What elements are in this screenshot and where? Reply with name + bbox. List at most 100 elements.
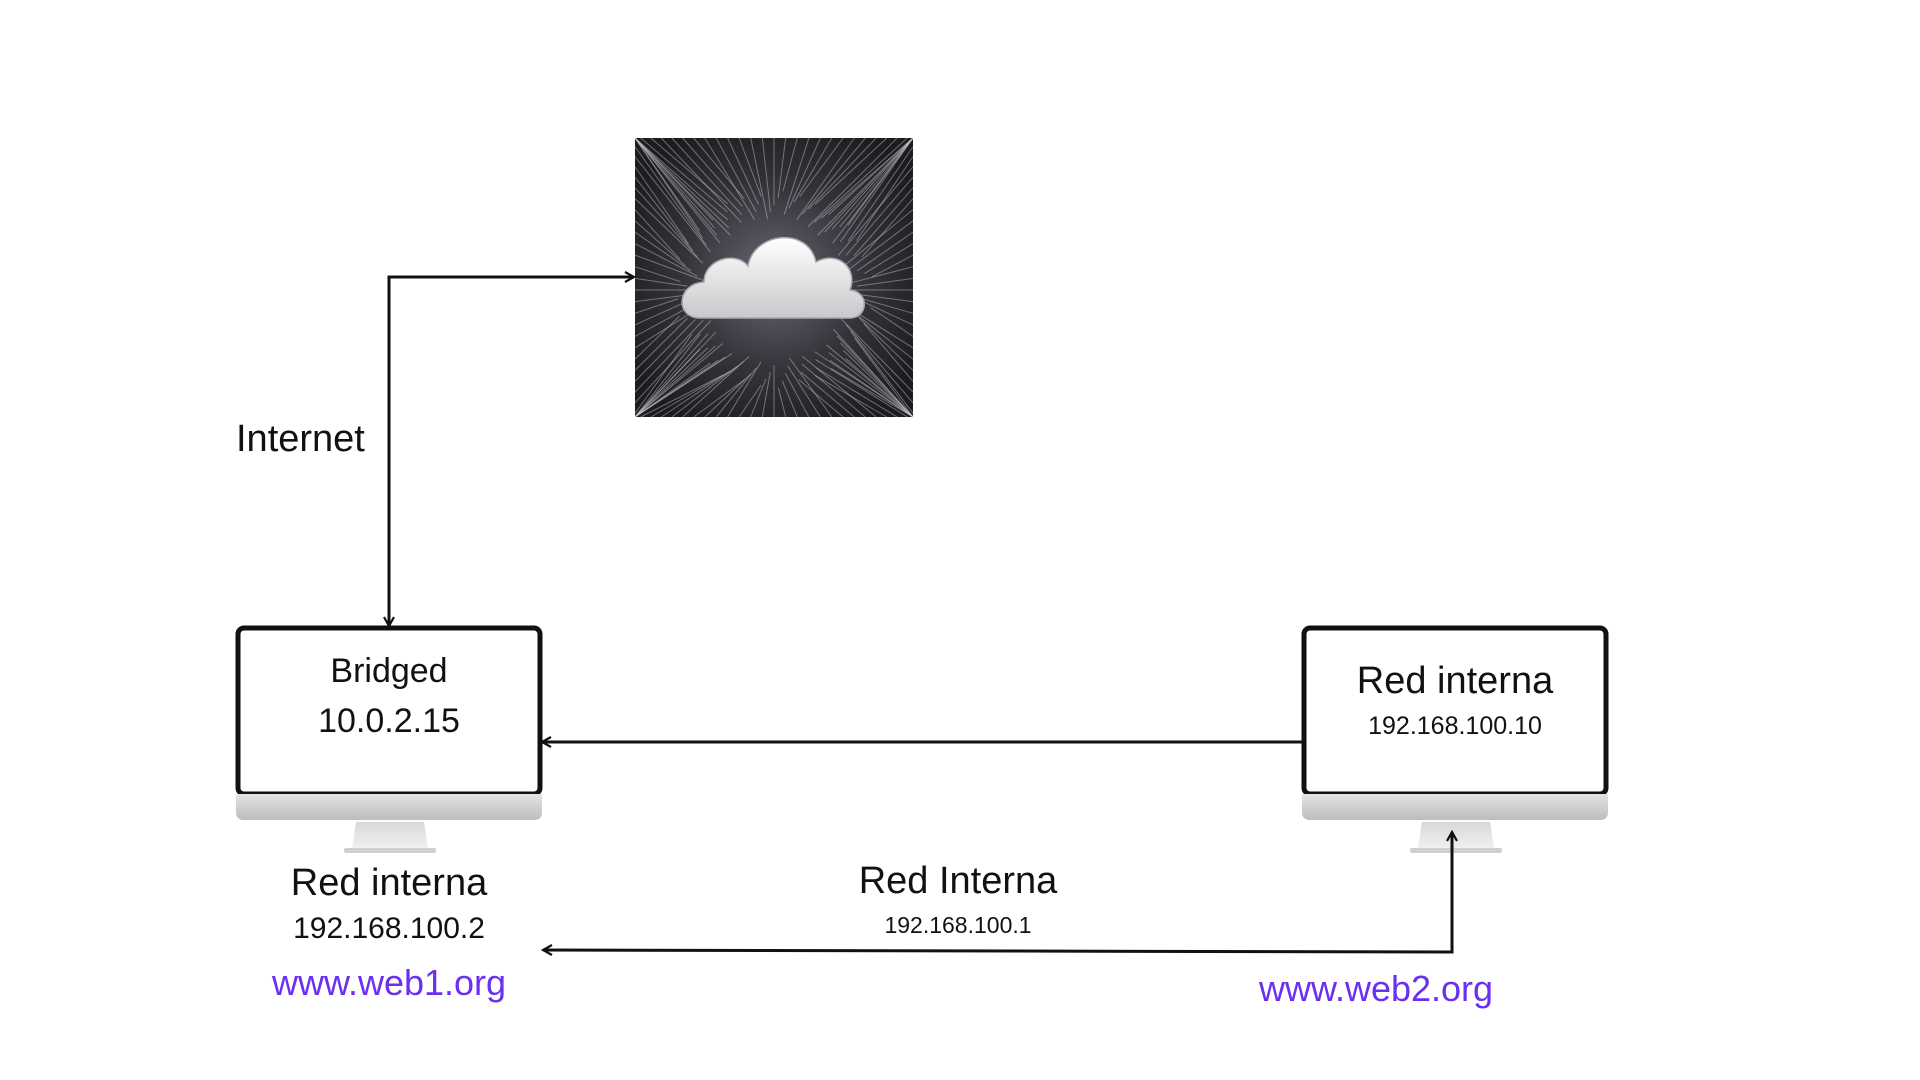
background-ray — [634, 333, 701, 418]
background-ray — [814, 375, 888, 418]
background-ray — [634, 320, 712, 404]
background-ray — [842, 350, 914, 418]
right-computer-monitor — [1301, 625, 1609, 853]
background-ray — [671, 361, 744, 418]
background-ray — [840, 342, 914, 418]
background-ray — [829, 359, 914, 418]
background-ray — [634, 319, 696, 382]
background-ray — [801, 363, 866, 418]
background-ray — [832, 328, 914, 418]
background-ray — [857, 297, 914, 314]
background-ray — [704, 373, 752, 418]
background-ray — [660, 366, 738, 418]
background-ray — [855, 156, 914, 242]
background-ray — [640, 137, 728, 213]
background-ray — [854, 337, 914, 418]
background-ray — [856, 231, 914, 272]
background-ray — [634, 315, 680, 360]
background-ray — [634, 333, 709, 418]
background-ray — [814, 351, 914, 418]
background-ray — [832, 137, 914, 244]
right-screen-line1: Red interna — [1356, 660, 1554, 702]
background-ray — [761, 137, 771, 213]
background-ray — [634, 333, 693, 414]
background-ray — [793, 137, 833, 203]
background-ray — [634, 137, 701, 232]
background-ray — [871, 254, 914, 278]
left-domain: www.web1.org — [271, 962, 507, 1003]
background-ray — [704, 137, 756, 220]
background-ray — [634, 254, 704, 281]
background-ray — [850, 330, 914, 414]
background-ray — [847, 137, 914, 226]
background-ray — [634, 362, 711, 418]
background-ray — [634, 137, 731, 236]
left-screen-line1: Bridged — [330, 652, 448, 690]
background-ray — [821, 137, 914, 219]
background-ray — [634, 266, 681, 283]
background-ray — [863, 323, 914, 382]
background-ray — [853, 187, 914, 257]
background-ray — [800, 371, 855, 418]
background-ray — [634, 137, 704, 239]
background-ray — [634, 209, 681, 260]
background-ray — [634, 243, 698, 277]
background-ray — [634, 176, 694, 252]
background-ray — [634, 198, 704, 264]
background-ray — [789, 357, 833, 418]
background-ray — [693, 137, 745, 200]
background-ray — [815, 359, 908, 418]
background-ray — [671, 137, 743, 215]
background-ray — [837, 166, 914, 256]
background-ray — [836, 335, 914, 418]
background-ray — [634, 298, 679, 314]
background-ray — [634, 156, 711, 253]
background-ray — [738, 137, 762, 198]
background-ray — [839, 137, 914, 228]
background-ray — [634, 301, 687, 326]
background-ray — [634, 331, 717, 418]
background-ray — [634, 231, 692, 272]
background-ray — [777, 137, 787, 199]
background-ray — [848, 220, 914, 270]
background-ray — [817, 137, 914, 236]
background-ray — [830, 368, 914, 418]
background-ray — [796, 137, 855, 220]
background-ray — [864, 243, 914, 274]
background-ray — [660, 137, 742, 223]
cloud-icon — [681, 237, 865, 319]
background-ray — [750, 378, 767, 418]
background-ray — [807, 137, 898, 227]
background-ray — [634, 137, 718, 236]
background-ray — [682, 137, 744, 208]
background-ray — [863, 301, 914, 326]
background-ray — [840, 318, 914, 393]
background-ray — [634, 347, 709, 418]
background-ray — [781, 380, 798, 418]
background-ray — [761, 371, 771, 418]
background-ray — [870, 307, 914, 337]
bottom-link-title: Red Interna — [858, 860, 1058, 902]
background-ray — [847, 146, 914, 242]
background-ray — [634, 137, 715, 229]
background-ray — [799, 137, 844, 197]
background-ray — [715, 367, 757, 418]
internet-label: Internet — [236, 418, 365, 460]
left-screen-line2: 10.0.2.15 — [318, 702, 460, 740]
left-caption-ip: 192.168.100.2 — [293, 912, 485, 945]
background-ray — [815, 367, 898, 418]
background-ray — [845, 176, 914, 256]
background-ray — [845, 358, 914, 418]
background-ray — [788, 137, 821, 209]
background-ray — [634, 348, 701, 418]
background-ray — [650, 137, 728, 205]
background-ray — [693, 378, 746, 418]
left-computer-monitor — [235, 625, 543, 853]
background-ray — [634, 220, 686, 266]
bottom-link-ip: 192.168.100.1 — [884, 912, 1032, 938]
background-ray — [634, 137, 729, 221]
background-ray — [634, 345, 716, 418]
background-ray — [738, 384, 762, 418]
background-ray — [634, 166, 689, 245]
